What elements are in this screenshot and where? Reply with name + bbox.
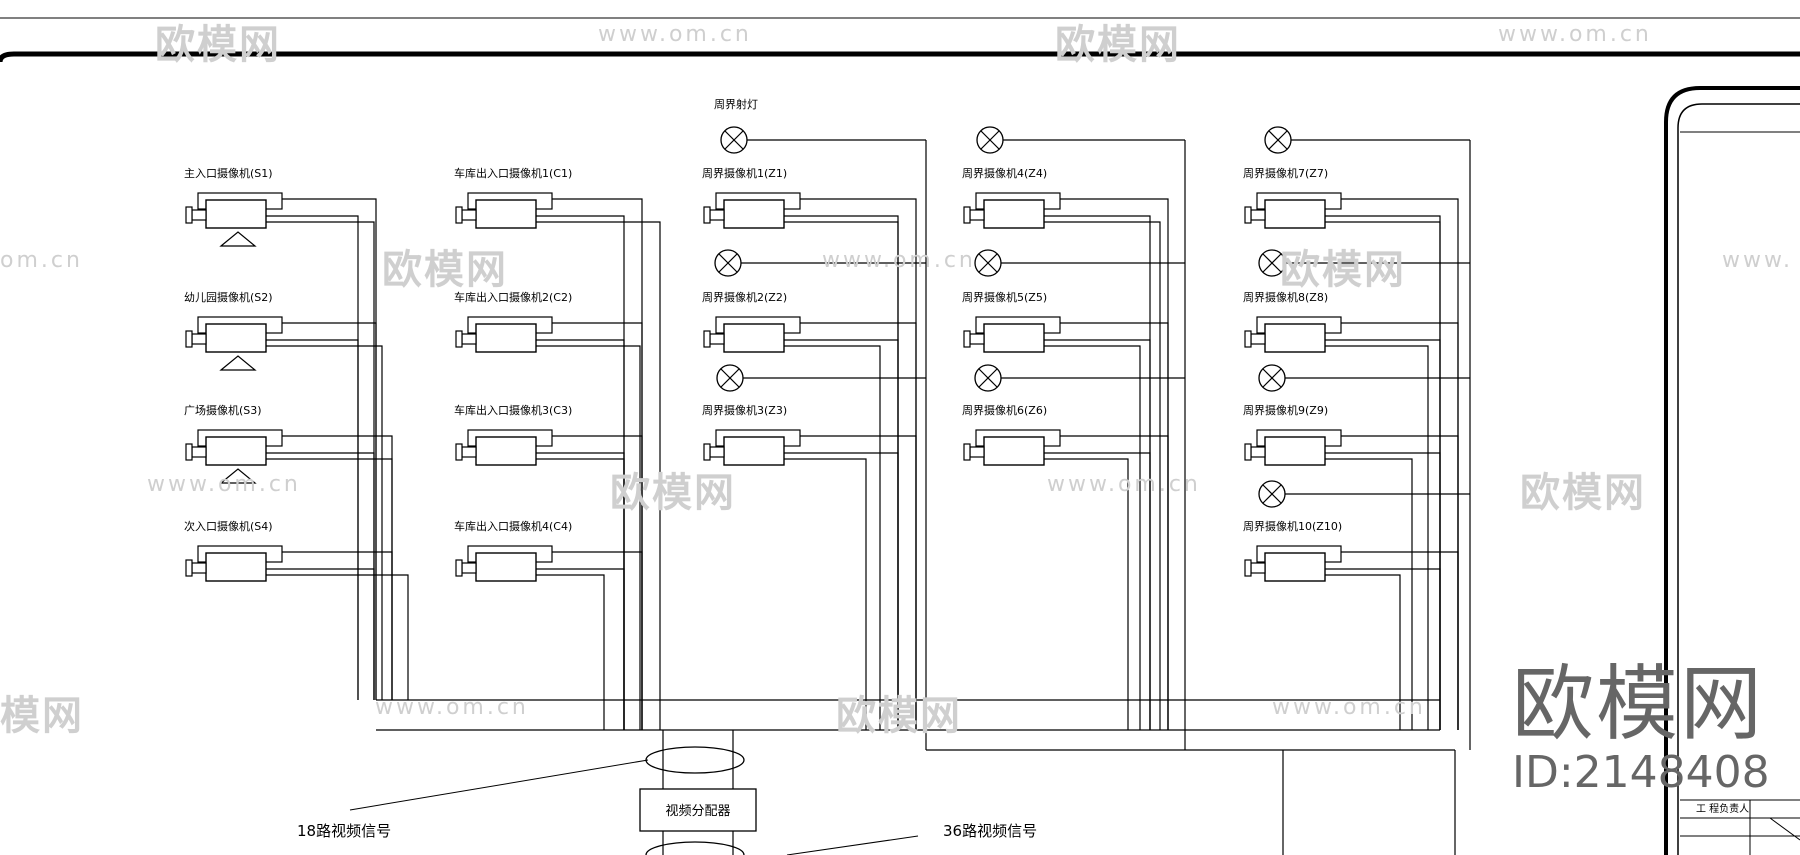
camera-z8 bbox=[1244, 316, 1342, 353]
floodlight-3 bbox=[1264, 126, 1292, 154]
diagram-labels: 主入口摄像机(S1) 幼儿园摄像机(S2) 广场摄像机(S3) 次入口摄像机(S4) 车… bbox=[184, 97, 1342, 533]
signal-36-label: 36路视频信号 bbox=[943, 822, 1037, 840]
camera-label-s2: 幼儿园摄像机(S2) bbox=[184, 290, 273, 304]
floodlight-label: 周界射灯 bbox=[714, 97, 758, 111]
camera-c4 bbox=[455, 545, 553, 582]
camera-label-s4: 次入口摄像机(S4) bbox=[184, 519, 273, 533]
camera-z6 bbox=[963, 429, 1061, 466]
signal-18-label: 18路视频信号 bbox=[297, 822, 391, 840]
floodlight-8 bbox=[974, 364, 1002, 392]
floodlight-2 bbox=[976, 126, 1004, 154]
camera-label-s3: 广场摄像机(S3) bbox=[184, 403, 262, 417]
camera-z1 bbox=[703, 192, 801, 229]
camera-s2 bbox=[185, 316, 283, 371]
camera-c2 bbox=[455, 316, 553, 353]
camera-label-z10: 周界摄像机10(Z10) bbox=[1243, 519, 1342, 533]
camera-label-z9: 周界摄像机9(Z9) bbox=[1243, 403, 1328, 417]
camera-s3 bbox=[185, 429, 283, 484]
drawing-frame bbox=[0, 17, 1800, 855]
camera-label-z8: 周界摄像机8(Z8) bbox=[1243, 290, 1328, 304]
camera-c1 bbox=[455, 192, 553, 229]
camera-label-c2: 车库出入口摄像机2(C2) bbox=[454, 290, 572, 304]
camera-label-z5: 周界摄像机5(Z5) bbox=[962, 290, 1047, 304]
camera-s1 bbox=[185, 192, 283, 247]
camera-z9 bbox=[1244, 429, 1342, 466]
camera-label-z6: 周界摄像机6(Z6) bbox=[962, 403, 1047, 417]
floodlights bbox=[714, 126, 1292, 508]
camera-z10 bbox=[1244, 545, 1342, 582]
camera-label-z1: 周界摄像机1(Z1) bbox=[702, 166, 787, 180]
video-distributor: 视频分配器 bbox=[639, 788, 757, 832]
floodlight-6 bbox=[1258, 249, 1286, 277]
floodlight-9 bbox=[1258, 364, 1286, 392]
camera-label-c3: 车库出入口摄像机3(C3) bbox=[454, 403, 572, 417]
camera-label-z4: 周界摄像机4(Z4) bbox=[962, 166, 1047, 180]
signal-leader-lines bbox=[349, 759, 919, 855]
camera-z2 bbox=[703, 316, 801, 353]
camera-z4 bbox=[963, 192, 1061, 229]
camera-label-z7: 周界摄像机7(Z7) bbox=[1243, 166, 1328, 180]
camera-label-c4: 车库出入口摄像机4(C4) bbox=[454, 519, 572, 533]
titleblock-label: 工 程负责人 bbox=[1696, 802, 1749, 815]
camera-s4 bbox=[185, 545, 283, 582]
camera-label-z2: 周界摄像机2(Z2) bbox=[702, 290, 787, 304]
camera-devices bbox=[185, 192, 1342, 582]
camera-label-s1: 主入口摄像机(S1) bbox=[184, 166, 273, 180]
camera-z7 bbox=[1244, 192, 1342, 229]
floodlight-1 bbox=[720, 126, 748, 154]
floodlight-4 bbox=[714, 249, 742, 277]
distributor-label: 视频分配器 bbox=[665, 804, 730, 819]
floodlight-5 bbox=[974, 249, 1002, 277]
camera-c3 bbox=[455, 429, 553, 466]
floodlight-7 bbox=[716, 364, 744, 392]
video-cable-wiring bbox=[266, 139, 1471, 855]
camera-label-z3: 周界摄像机3(Z3) bbox=[702, 403, 787, 417]
camera-z3 bbox=[703, 429, 801, 466]
floodlight-10 bbox=[1258, 480, 1286, 508]
camera-label-c1: 车库出入口摄像机1(C1) bbox=[454, 166, 572, 180]
camera-z5 bbox=[963, 316, 1061, 353]
